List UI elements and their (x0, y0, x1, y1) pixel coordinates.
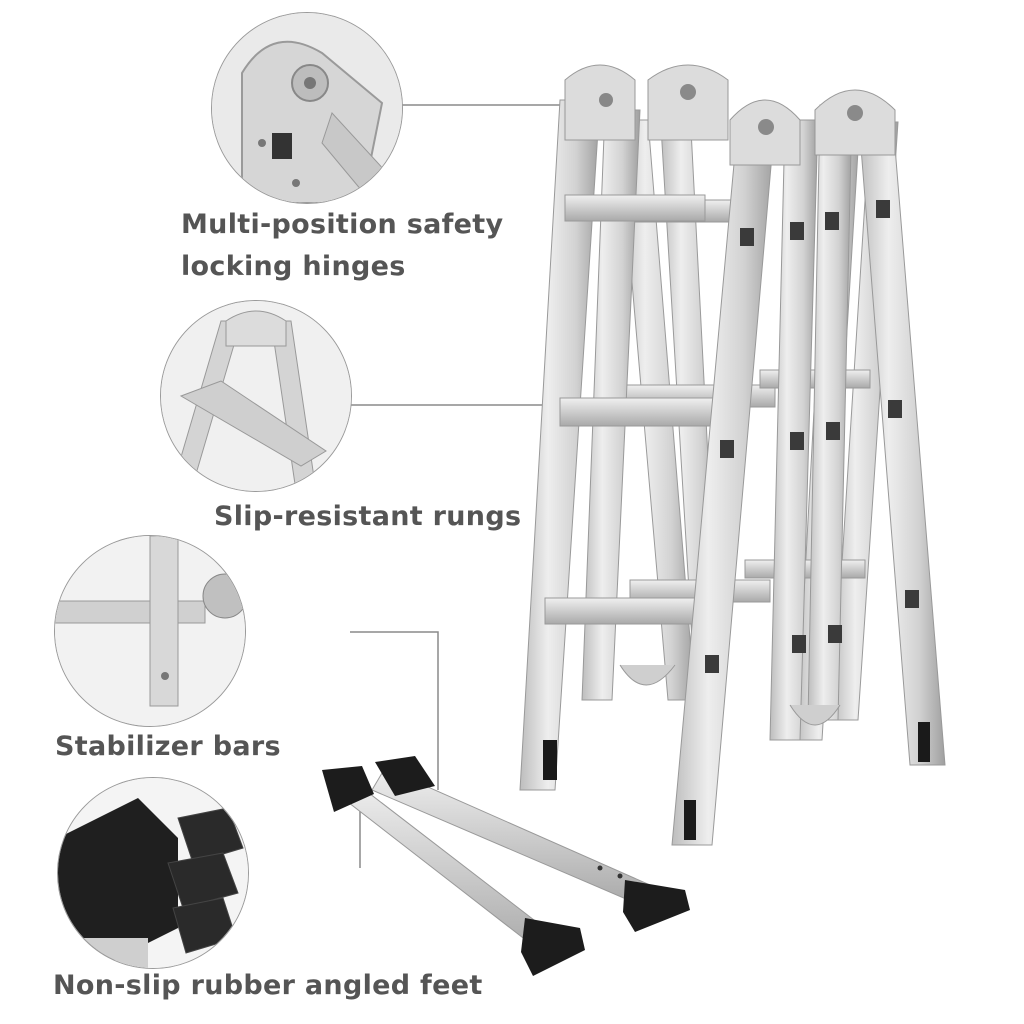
rungs-detail-circle (160, 300, 352, 492)
hinge-closeup-image (212, 13, 402, 203)
hinges-callout-line2: locking hinges (181, 251, 406, 282)
rungs-closeup-image (161, 301, 351, 491)
stabilizer-bars (322, 756, 690, 976)
ladder-right-section (619, 89, 946, 846)
stabilizer-callout-label: Stabilizer bars (55, 731, 281, 762)
feet-callout-label: Non-slip rubber angled feet (53, 970, 483, 1001)
rungs-callout-label: Slip-resistant rungs (214, 501, 522, 532)
feet-detail-circle (57, 777, 249, 969)
hinges-callout-line1: Multi-position safety (181, 209, 504, 240)
feet-closeup-image (58, 778, 248, 968)
stabilizer-detail-circle (54, 535, 246, 727)
hinge-detail-circle (211, 12, 403, 204)
stabilizer-closeup-image (55, 536, 245, 726)
ladder-left-section (519, 64, 736, 791)
hinges-callout-label: Multi-position safety locking hinges (181, 204, 503, 288)
